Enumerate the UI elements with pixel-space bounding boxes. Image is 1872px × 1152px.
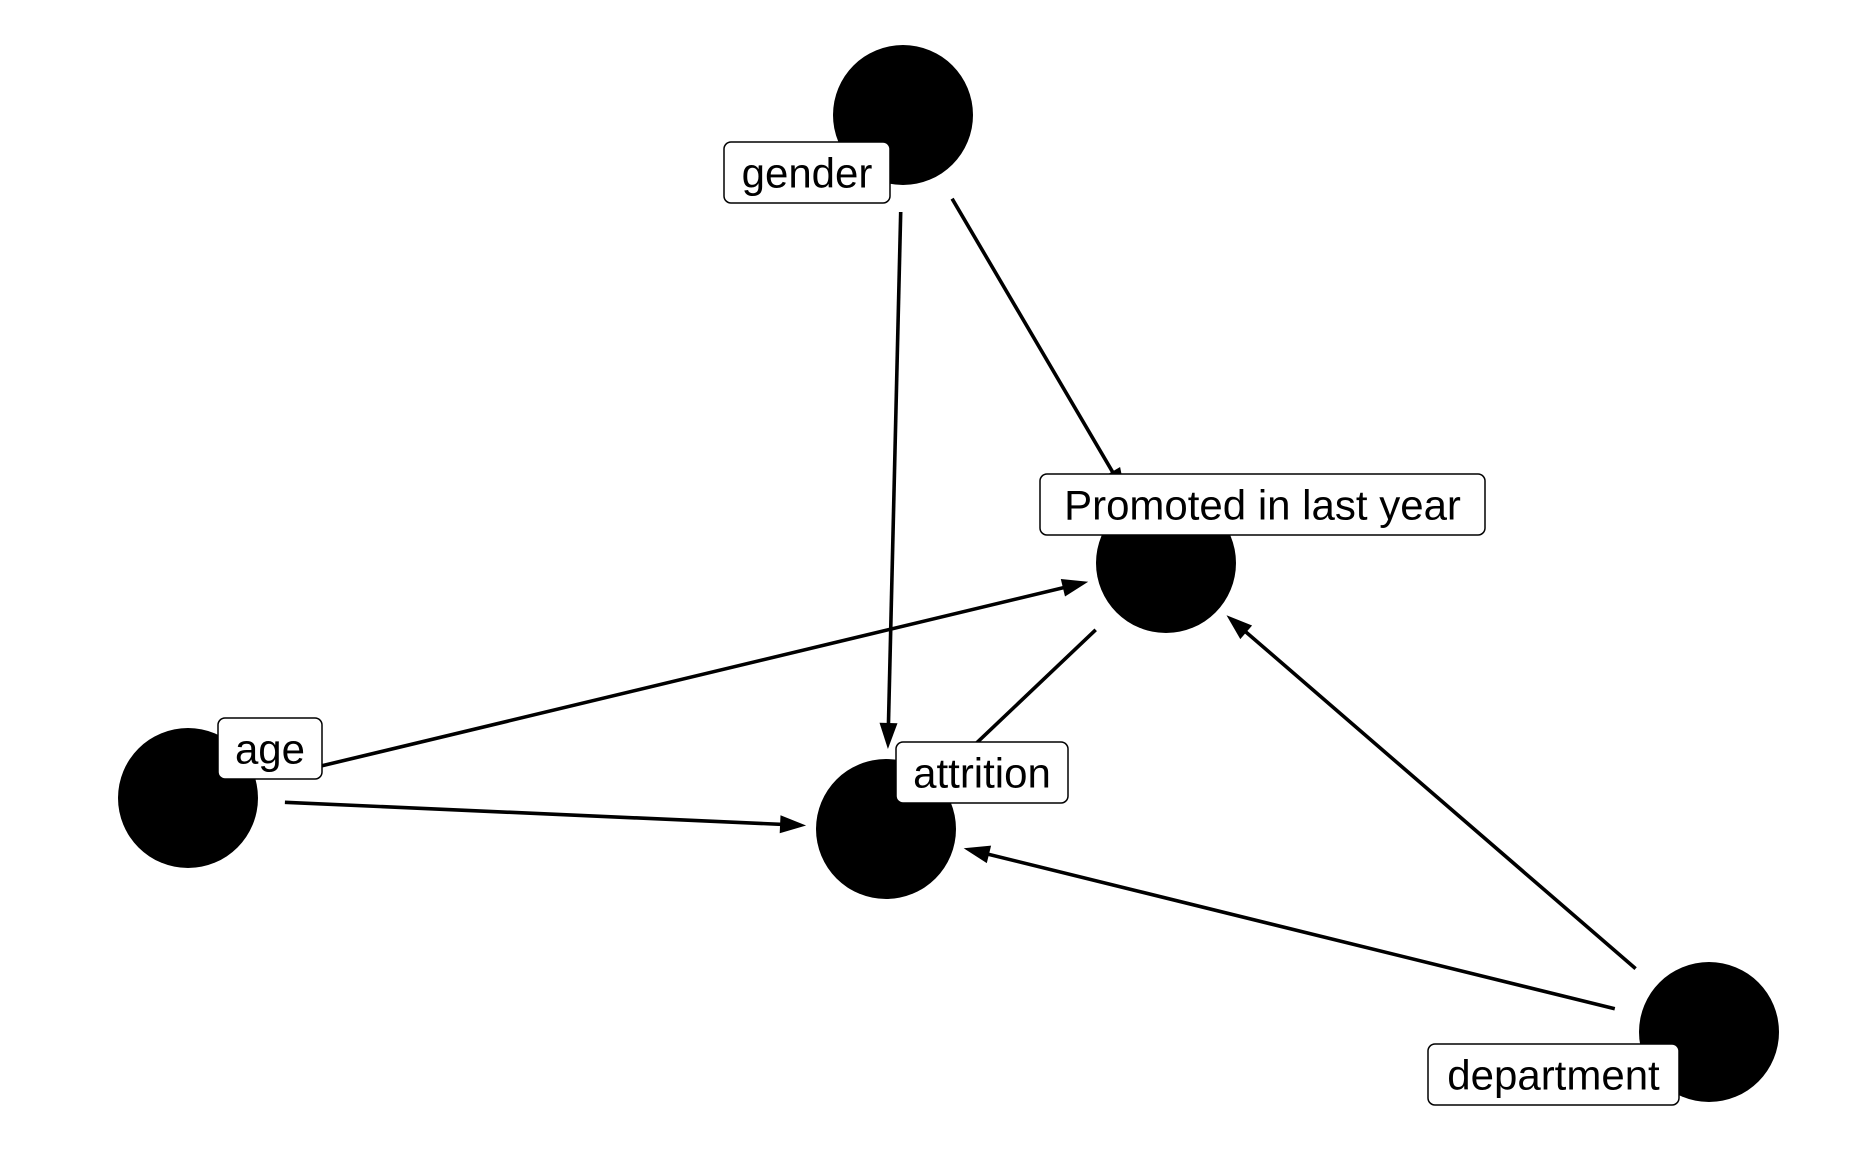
label-department: department [1427,1043,1680,1106]
node-label-text: age [235,726,305,773]
label-promoted: Promoted in last year [1039,473,1486,536]
edge-department-to-attrition [963,845,1616,1011]
node-label-text: department [1447,1052,1660,1099]
edges-layer [281,197,1637,1011]
edge-line [284,800,801,827]
nodes-layer [118,45,1779,1102]
node-label-text: Promoted in last year [1064,482,1461,529]
arrowhead [963,845,992,864]
node-label-text: attrition [913,750,1051,797]
edge-line [1229,617,1637,970]
label-box [1039,473,1486,536]
edge-line [886,211,903,744]
arrowhead [1226,615,1253,640]
label-age: age [217,717,323,780]
arrowhead [1060,579,1089,597]
label-box [723,141,891,204]
label-box [217,717,323,780]
arrowhead [779,815,807,834]
edge-department-to-promoted [1226,615,1637,970]
arrowhead [879,722,898,749]
edge-line [969,847,1616,1011]
edge-line [281,581,1083,778]
edge-gender-to-promoted [950,197,1126,494]
edge-age-to-promoted [281,579,1089,778]
label-box [895,741,1069,804]
label-box [1427,1043,1680,1106]
label-gender: gender [723,141,891,204]
edge-age-to-attrition [284,800,807,834]
edge-line [950,197,1125,490]
node-label-text: gender [742,150,873,197]
label-attrition: attrition [895,741,1069,804]
edge-gender-to-attrition [879,211,903,749]
